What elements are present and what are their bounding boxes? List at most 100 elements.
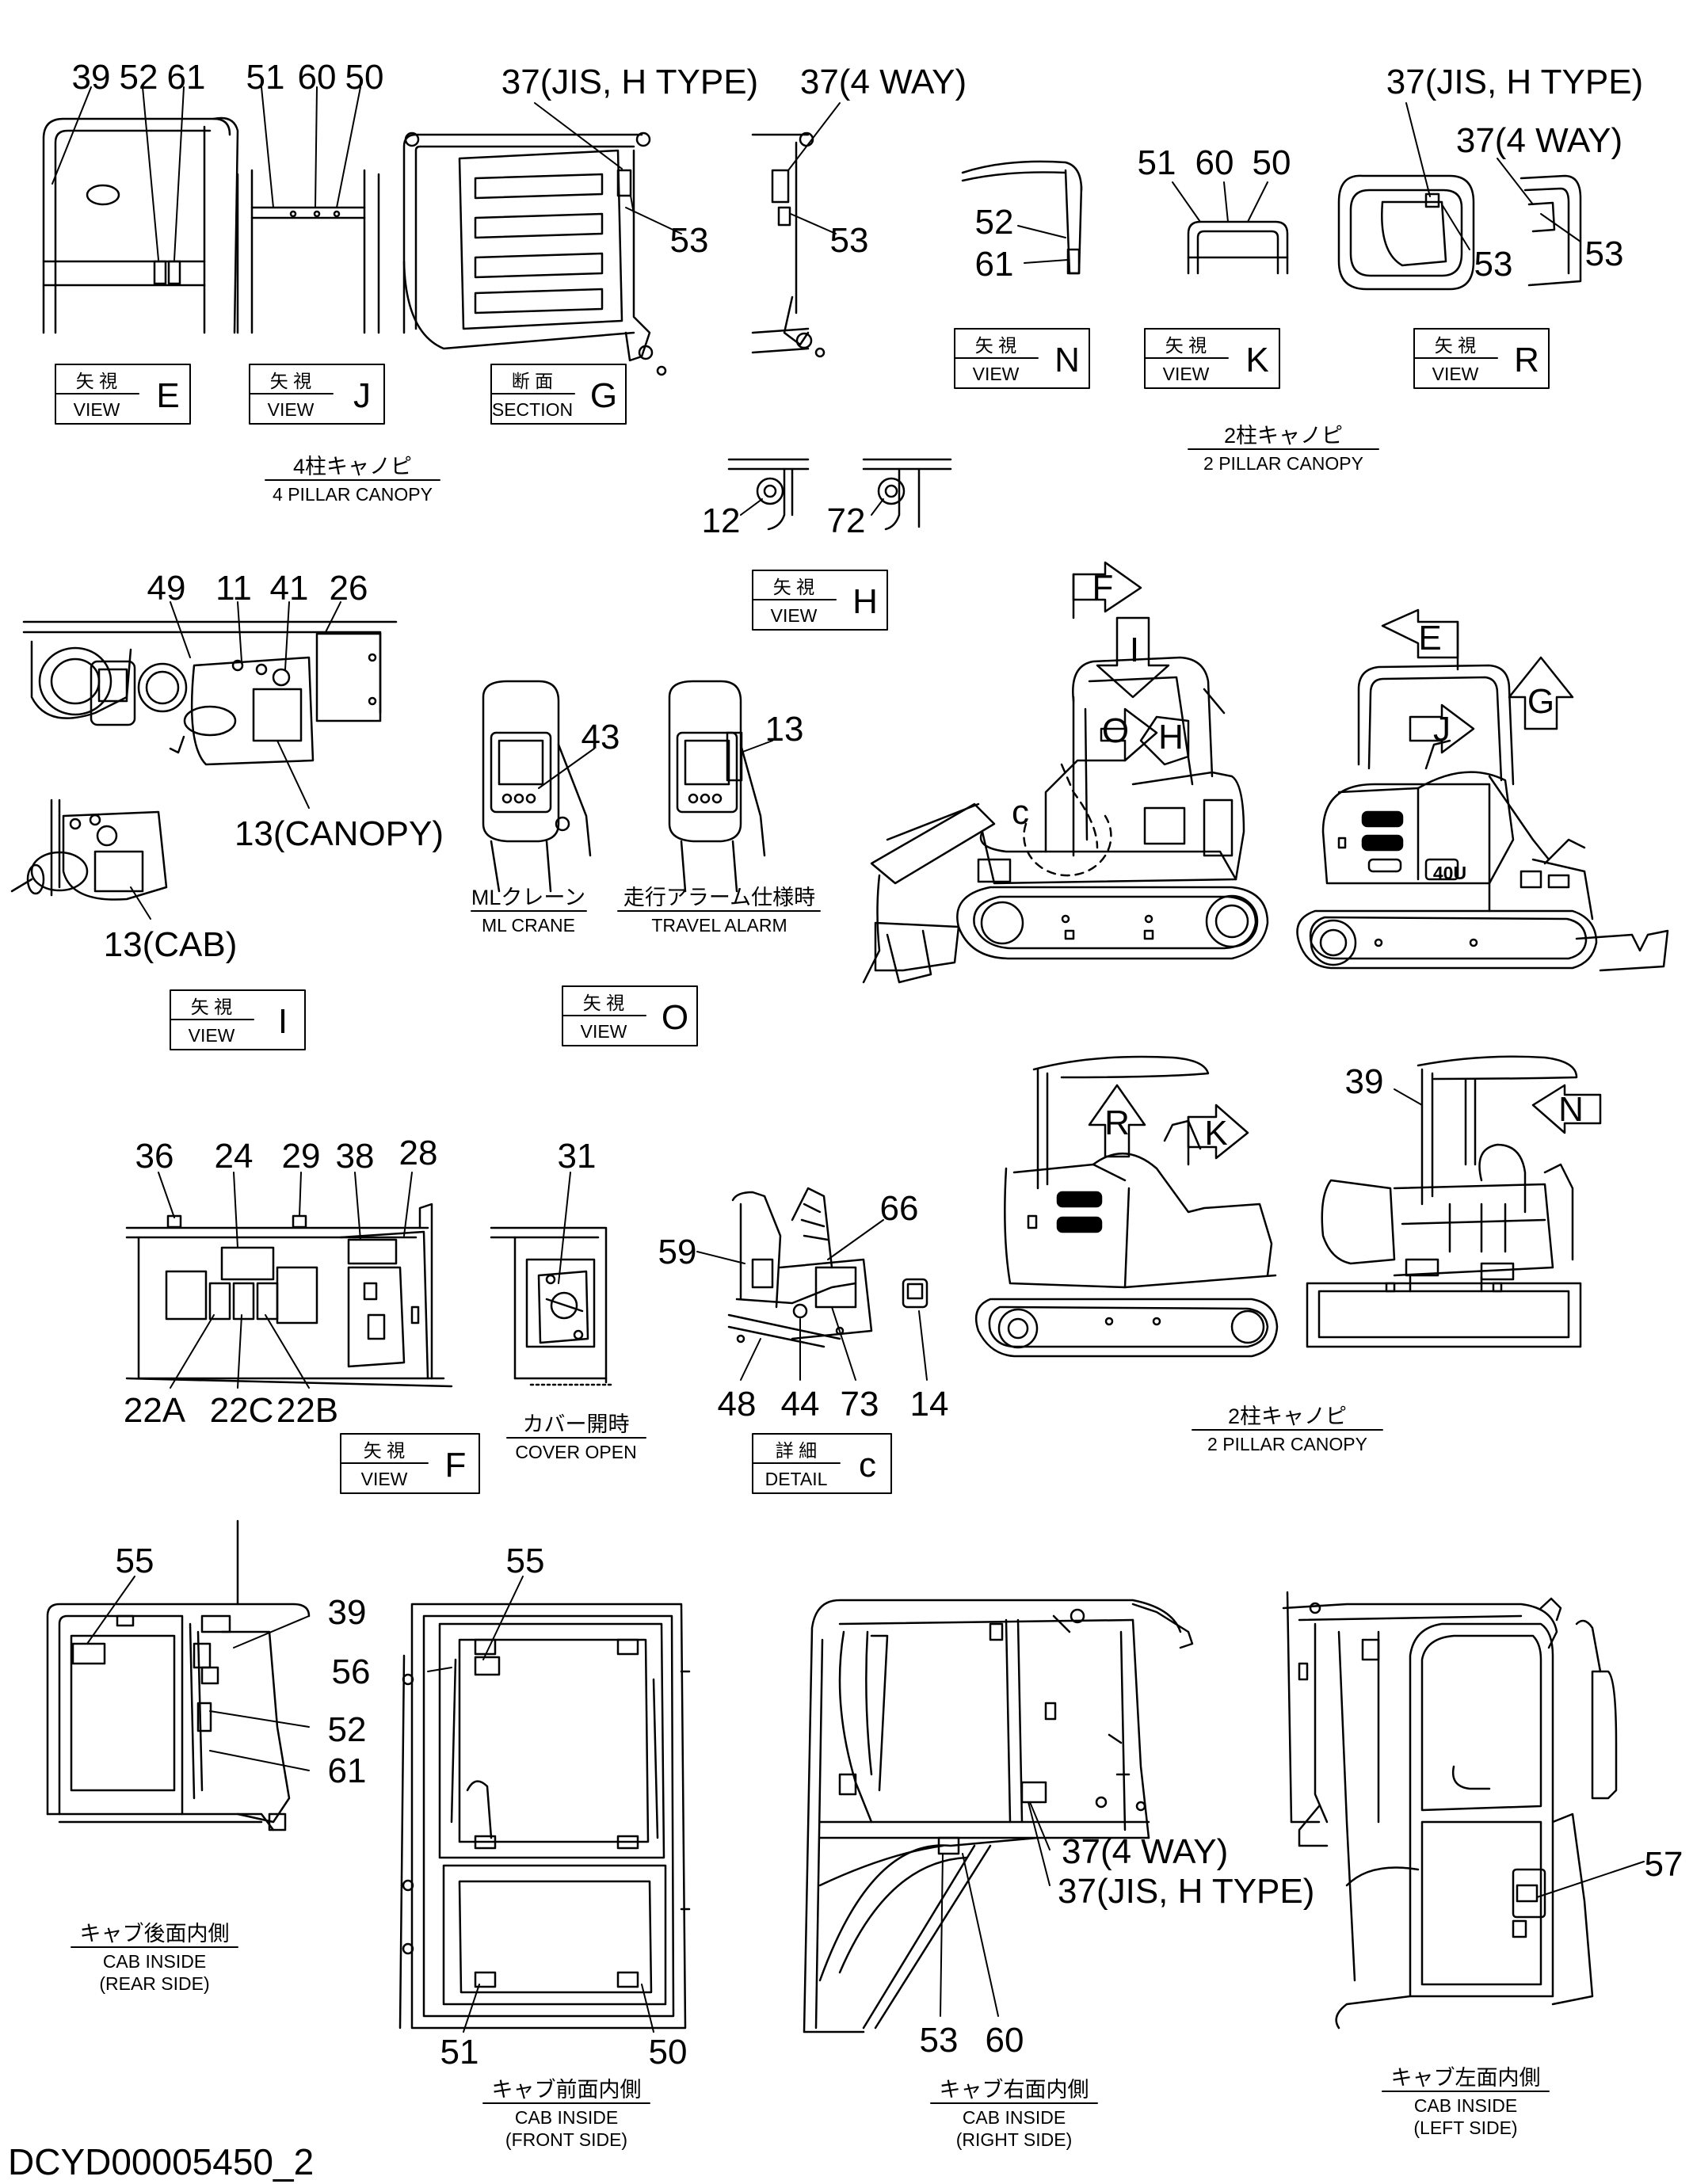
view-h-drawing [727, 458, 952, 531]
callout-numbers: 39 52 61 51 60 50 37(JIS, H TYPE) 53 37(… [72, 58, 1683, 2072]
callout: 37(4 WAY) [1456, 121, 1622, 160]
callout: 13(CAB) [104, 925, 238, 964]
callout: 37(JIS, H TYPE) [501, 63, 758, 101]
callout: 36 [135, 1137, 174, 1176]
callout: 50 [649, 2033, 688, 2072]
callout: 73 [841, 1385, 879, 1424]
caption-2-pillar-bottom-jp: 2柱キャノピ [1228, 1405, 1347, 1428]
view-arrow-f [1072, 561, 1142, 619]
callout: 57 [1645, 1845, 1683, 1884]
caption-2-pillar-bottom-en: 2 PILLAR CANOPY [1207, 1434, 1367, 1454]
callout: 39 [328, 1593, 367, 1632]
machine-model-text: 40U [1433, 863, 1466, 883]
view-label-boxes: 矢 視 VIEW E 矢 視 VIEW J 断 面 SECTION G 矢 視 … [74, 335, 1539, 1489]
view-box-n-en: VIEW [973, 364, 1020, 384]
caption-2-pillar-top-jp: 2柱キャノピ [1224, 424, 1343, 448]
caption-cab-front-en: CAB INSIDE [515, 2107, 618, 2128]
caption-cab-right-en2: (RIGHT SIDE) [956, 2129, 1073, 2150]
view-box-j-letter: J [353, 376, 371, 415]
view-f-drawing [125, 1203, 453, 1388]
arrow-letter-g: G [1527, 682, 1554, 721]
view-box-r-letter: R [1514, 341, 1539, 379]
canopy-rear-view [1306, 1055, 1582, 1348]
view-box-n-letter: N [1054, 341, 1080, 379]
callout: 22A [124, 1391, 186, 1430]
view-box-h-jp: 矢 視 [773, 577, 814, 597]
caption-ml-crane-en: ML CRANE [482, 915, 575, 936]
callout: 61 [328, 1751, 367, 1790]
arrow-letter-n: N [1558, 1090, 1584, 1129]
arrow-letter-k: K [1204, 1114, 1227, 1153]
caption-4-pillar-jp: 4柱キャノピ [293, 455, 412, 478]
callout: 51 [1138, 143, 1176, 182]
callout: 38 [336, 1137, 375, 1176]
callout: 26 [330, 569, 368, 608]
arrow-letter-i: I [1130, 631, 1139, 669]
caption-4-pillar-en: 4 PILLAR CANOPY [273, 484, 433, 505]
view-arrow-g [1508, 656, 1574, 730]
caption-travel-alarm-jp: 走行アラーム仕様時 [623, 886, 815, 909]
callout: 52 [328, 1710, 367, 1749]
view-r-drawing [1337, 174, 1582, 291]
callout: 50 [345, 58, 384, 97]
view-box-e-en: VIEW [74, 399, 120, 420]
callout: 53 [1474, 245, 1513, 284]
view-box-e-letter: E [156, 376, 179, 415]
section-box-g-letter: G [590, 376, 617, 415]
callout: 37(JIS, H TYPE) [1058, 1872, 1314, 1911]
callout: 52 [975, 203, 1014, 242]
callout: 55 [506, 1542, 545, 1580]
excavator-rear-view [1296, 664, 1669, 972]
caption-cab-rear-en: CAB INSIDE [103, 1951, 206, 1972]
detail-box-c-letter: c [859, 1446, 876, 1485]
view-box-r-jp: 矢 視 [1435, 335, 1476, 356]
view-box-r-en: VIEW [1432, 364, 1479, 384]
callout: 55 [116, 1542, 154, 1580]
view-box-j-en: VIEW [268, 399, 315, 420]
caption-cab-front-en2: (FRONT SIDE) [505, 2129, 627, 2150]
callout: 52 [120, 58, 158, 97]
detail-box-c-jp: 詳 細 [776, 1440, 817, 1461]
view-i-drawing [22, 620, 398, 766]
detail-box-c-en: DETAIL [765, 1469, 828, 1489]
view-arrow-r [1088, 1084, 1146, 1158]
callout: 22B [276, 1391, 338, 1430]
view-arrow-k [1187, 1103, 1249, 1166]
callout: 72 [827, 501, 866, 540]
caption-cab-front-jp: キャブ前面内側 [492, 2078, 642, 2102]
view-box-i-jp: 矢 視 [191, 997, 232, 1017]
callout: 61 [167, 58, 206, 97]
ml-crane-drawing [482, 680, 592, 893]
callout: 53 [670, 221, 709, 260]
arrow-letter-h: H [1158, 718, 1184, 757]
section-box-g-en: SECTION [492, 399, 573, 420]
callout: 13 [765, 710, 804, 749]
caption-cab-right-en: CAB INSIDE [963, 2107, 1066, 2128]
caption-cover-open-en: COVER OPEN [515, 1442, 636, 1462]
caption-2-pillar-top-en: 2 PILLAR CANOPY [1203, 453, 1363, 474]
four-way-drawing [751, 131, 826, 358]
view-box-o-en: VIEW [581, 1021, 627, 1042]
cover-open-drawing [490, 1226, 616, 1386]
view-box-i-en: VIEW [189, 1025, 235, 1046]
view-arrow-i [1096, 616, 1170, 699]
view-e-drawing [42, 116, 239, 334]
caption-cab-left-en2: (LEFT SIDE) [1413, 2117, 1517, 2138]
callout: 60 [1195, 143, 1234, 182]
detail-marker-c: c [1012, 793, 1029, 832]
callout: 44 [781, 1385, 820, 1424]
caption-cab-rear-jp: キャブ後面内側 [80, 1922, 230, 1946]
detail-c-drawing [727, 1187, 928, 1348]
view-arrow-h [1139, 715, 1190, 766]
callout: 51 [440, 2033, 479, 2072]
view-box-e-jp: 矢 視 [76, 371, 117, 391]
callout: 53 [830, 221, 869, 260]
view-box-f-letter: F [445, 1446, 467, 1485]
callout: 11 [215, 569, 252, 608]
callout: 61 [975, 245, 1014, 284]
view-box-k-en: VIEW [1163, 364, 1210, 384]
arrow-letter-f: F [1092, 568, 1114, 607]
callout: 14 [910, 1385, 949, 1424]
callout: 60 [986, 2021, 1024, 2060]
